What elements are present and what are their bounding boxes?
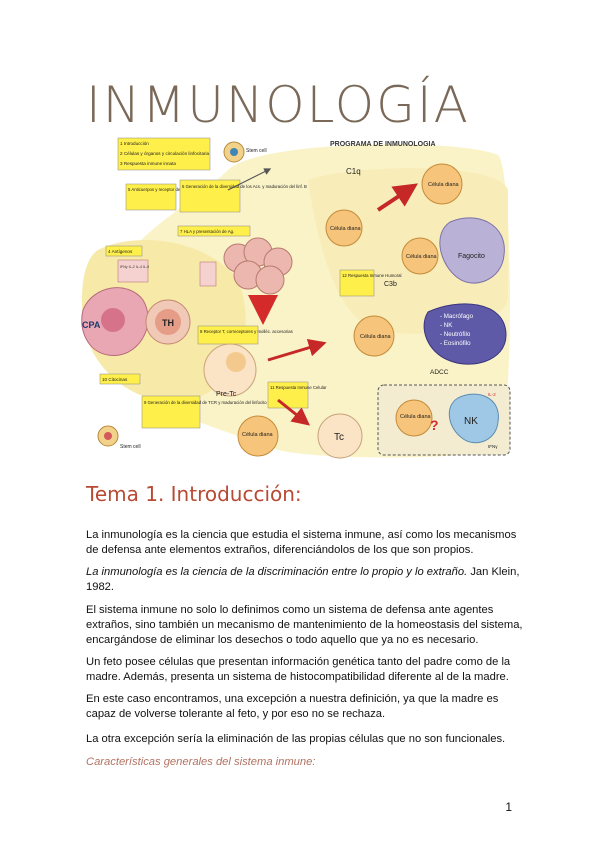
macrofago-item-4: - Eosinófilo: [440, 340, 471, 347]
paragraph-1: La inmunología es la ciencia que estudia…: [86, 529, 517, 556]
paragraph-2-quote: La inmunología es la ciencia de la discr…: [86, 566, 468, 578]
paragraph-3: El sistema inmune no solo lo definimos c…: [86, 604, 523, 646]
page-number: 1: [505, 800, 512, 814]
topic-item-1: 1 Introducción: [120, 141, 149, 146]
c1q-label: C1q: [346, 167, 361, 176]
nk-cell: [448, 393, 499, 444]
macrofago-item-1: - Macrófago: [440, 313, 474, 320]
box-5-label: 5 Anticuerpos y receptor de Linf. B para…: [128, 187, 215, 192]
topic-item-2: 2 Células y órganos y circulación linfoc…: [120, 151, 210, 156]
il2-label: IL-2: [488, 392, 496, 397]
box-8-label: 8 Receptor T, correceptores y molléc. ac…: [200, 329, 293, 334]
box-11-label: 11 Respuesta Inmune Celular: [270, 385, 327, 390]
celula-diana-1: Célula diana: [330, 226, 362, 232]
tc-cell: [317, 413, 363, 459]
fagocito-label: Fagocito: [458, 253, 485, 260]
section-heading: Tema 1. Introducción:: [86, 482, 302, 506]
ifn-label: IFNγ: [488, 444, 498, 449]
program-title: PROGRAMA DE INMUNOLOGIA: [330, 141, 436, 148]
nk-label: NK: [464, 416, 478, 427]
cpa-label: CPA: [82, 320, 101, 330]
document-title: INMUNOLOGÍA: [86, 76, 470, 134]
celula-diana-2: Célula diana: [428, 182, 460, 188]
box-12-label: 12 Respuesta Inmune Humoral: [342, 273, 402, 278]
th-label: TH: [162, 318, 174, 328]
box-4-label: 4 Antígenos: [108, 249, 133, 254]
paragraph-5: En este caso encontramos, una excepción …: [86, 693, 499, 720]
question-mark: ?: [430, 417, 439, 433]
subheading: Características generales del sistema in…: [86, 756, 316, 768]
adcc-label: ADCC: [430, 369, 449, 376]
tc-label: Tc: [334, 432, 344, 443]
fagocito-cell: [439, 217, 505, 284]
box-9-label: 9 Generación de la diversidad de TCR y m…: [144, 400, 271, 405]
stem-cell-bottom-label: Stem cell: [120, 444, 141, 450]
stem-cell-top-label: Stem cell: [246, 148, 267, 154]
paragraph-2-author: Jan Klein, 1982.: [86, 566, 520, 593]
celula-diana-5: Célula diana: [400, 414, 432, 420]
macrofago-item-3: - Neutrófilo: [440, 331, 471, 338]
c3b-label: C3b: [384, 281, 397, 288]
celula-diana-3: Célula diana: [406, 254, 438, 260]
cytokines-small-label: IFNγ IL-2 IL-4 IL-5: [120, 265, 149, 269]
box-10-label: 10 Citocinas: [102, 377, 128, 382]
macrofago-cell: [423, 303, 507, 365]
paragraph-6: La otra excepción sería la eliminación d…: [86, 733, 506, 745]
topic-item-3: 3 Respuesta inmune innata: [120, 161, 176, 166]
pre-tc-label: Pre-Tc: [216, 391, 237, 398]
macrofago-item-2: - NK: [440, 322, 453, 329]
celula-diana-4: Célula diana: [360, 334, 392, 340]
box-6-label: 6 Generación de la diversidad de los Acs…: [182, 184, 307, 189]
celula-diana-bottom: Célula diana: [242, 432, 274, 438]
box-7-label: 7 HLA y presentación de Ag.: [180, 229, 234, 234]
immunology-program-diagram: PROGRAMA DE INMUNOLOGIA 1 Introducción 2…: [81, 137, 511, 459]
paragraph-2: La inmunología es la ciencia de la discr…: [86, 565, 526, 595]
paragraph-4: Un feto posee células que presentan info…: [86, 656, 511, 683]
